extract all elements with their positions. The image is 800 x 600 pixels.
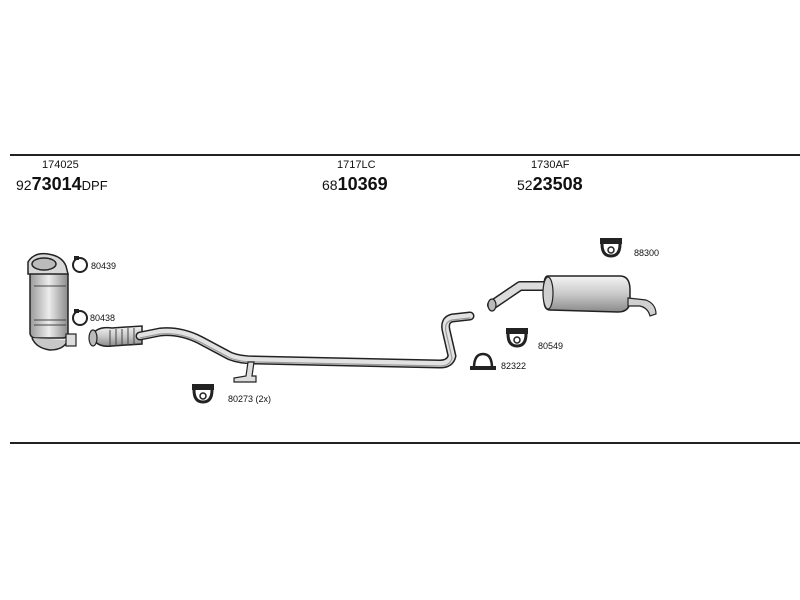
bottom-divider bbox=[10, 442, 800, 444]
hanger-80273 bbox=[192, 384, 214, 404]
label-88300: 88300 bbox=[634, 248, 660, 258]
middle-pipe bbox=[135, 311, 475, 383]
label-80438: 80438 bbox=[90, 313, 116, 323]
label-82322: 82322 bbox=[501, 361, 527, 371]
header-code-2: 1717LC bbox=[337, 159, 376, 171]
flex-pipe bbox=[88, 325, 143, 348]
header-part-3: 5223508 bbox=[517, 175, 583, 193]
clamp-80438 bbox=[72, 309, 88, 326]
header-part-1-suffix: DPF bbox=[81, 178, 108, 193]
label-80439: 80439 bbox=[91, 261, 117, 271]
header-part-1-prefix: 92 bbox=[16, 177, 32, 193]
header-code-1: 174025 bbox=[42, 159, 79, 171]
header-part-2-prefix: 68 bbox=[322, 177, 338, 193]
clamp-80439 bbox=[72, 256, 88, 273]
header-part-2: 6810369 bbox=[322, 175, 388, 193]
hanger-88300 bbox=[600, 238, 622, 258]
label-80273: 80273 (2x) bbox=[228, 394, 272, 404]
header-part-2-main: 10369 bbox=[337, 174, 388, 194]
dpf-catalyst bbox=[27, 252, 77, 351]
header-part-1-main: 73014 bbox=[31, 174, 82, 194]
hanger-80549 bbox=[506, 328, 528, 348]
header-part-3-main: 23508 bbox=[532, 174, 583, 194]
clamp-82322 bbox=[470, 352, 496, 370]
header-part-3-prefix: 52 bbox=[517, 177, 533, 193]
header-part-1: 9273014DPF bbox=[16, 175, 108, 193]
label-80549: 80549 bbox=[538, 341, 564, 351]
top-divider bbox=[10, 154, 800, 156]
header-code-3: 1730AF bbox=[531, 159, 570, 171]
rear-muffler bbox=[487, 275, 657, 317]
